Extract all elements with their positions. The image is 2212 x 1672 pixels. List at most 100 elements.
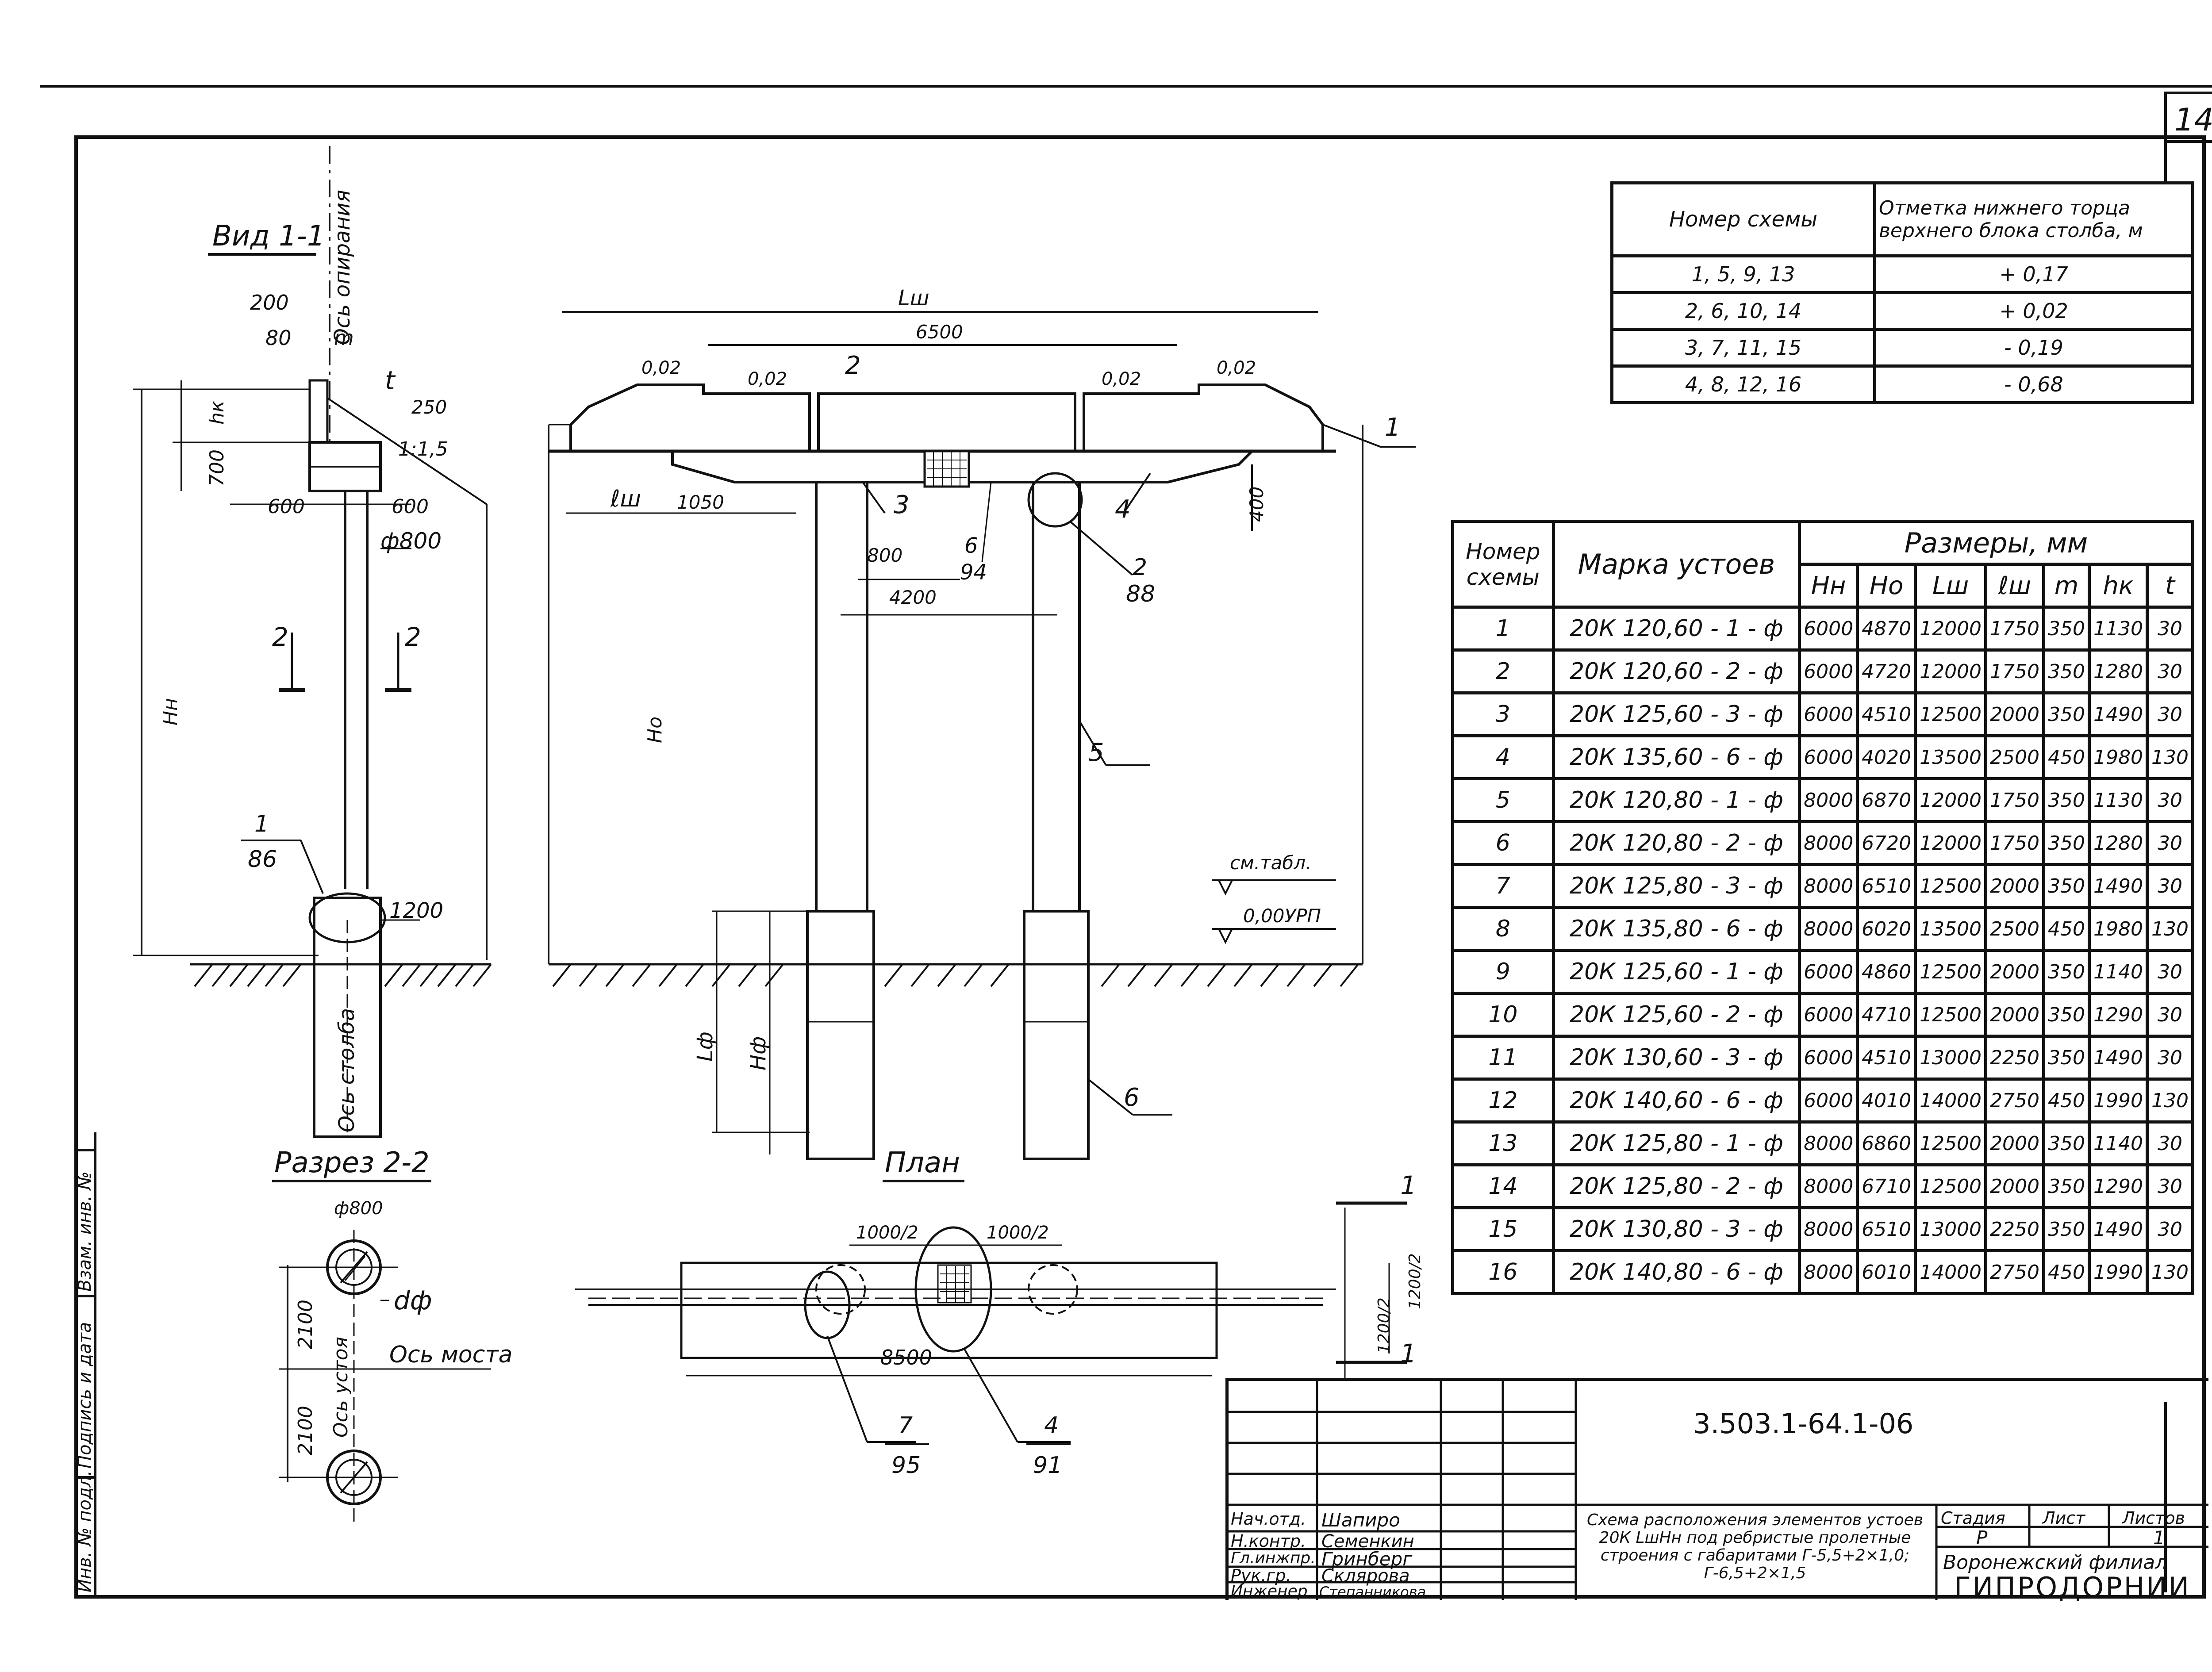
dimension-cell: 350 bbox=[2042, 1120, 2091, 1166]
dimension-cell: 30 bbox=[2146, 1163, 2194, 1209]
dimension-cell: 2500 bbox=[1984, 734, 2046, 780]
stage-label: Стадия bbox=[1941, 1508, 2005, 1528]
view-1-1-title: Вид 1-1 bbox=[212, 220, 325, 253]
dimension-cell: 6720 bbox=[1856, 820, 1917, 866]
abutment-mark-cell: 20К 120,60 - 1 - ф bbox=[1551, 606, 1801, 652]
role-1: Нач.отд. bbox=[1231, 1509, 1306, 1529]
sheet-frame bbox=[40, 85, 2212, 1599]
dimension-cell: 30 bbox=[2146, 992, 2194, 1038]
dimension-cell: 1750 bbox=[1984, 648, 2046, 694]
callout-5-column: 5 bbox=[1088, 738, 1104, 767]
dimension-cell: 1990 bbox=[2088, 1249, 2149, 1295]
dim-002-d: 0,02 bbox=[1217, 358, 1256, 378]
dimension-cell: 14000 bbox=[1914, 1078, 1988, 1124]
height-table-header-scheme: Номер схемы bbox=[1610, 181, 1876, 257]
role-3: Гл.инжпр. bbox=[1231, 1549, 1316, 1567]
scheme-number-cell: 3 bbox=[1451, 691, 1555, 737]
dimension-cell: 4510 bbox=[1856, 691, 1917, 737]
dimension-cell: 12000 bbox=[1914, 648, 1988, 694]
dimension-cell: 6710 bbox=[1856, 1163, 1917, 1209]
callout-3-beam: 3 bbox=[894, 491, 910, 519]
dimension-cell: 12000 bbox=[1914, 606, 1988, 652]
view-1-1-dims: 200 80 m t 250 1:1,5 hк 700 600 600 ф800… bbox=[159, 291, 448, 923]
dimension-cell: 1140 bbox=[2088, 949, 2149, 995]
dimension-cell: 2500 bbox=[1984, 906, 2046, 952]
margin-inv-dup: Взам. инв. № bbox=[75, 1171, 95, 1292]
dim-002-c: 0,02 bbox=[1102, 369, 1141, 389]
dimension-cell: 6000 bbox=[1798, 691, 1859, 737]
scheme-number-cell: 12 bbox=[1451, 1078, 1555, 1124]
dimension-cell: 13500 bbox=[1914, 734, 1988, 780]
dimension-cell: 6000 bbox=[1798, 1078, 1859, 1124]
dimension-cell: 12500 bbox=[1914, 992, 1988, 1038]
abutment-mark-cell: 20К 140,80 - 6 - ф bbox=[1551, 1249, 1801, 1295]
dimension-cell: 12500 bbox=[1914, 691, 1988, 737]
dim-6500: 6500 bbox=[916, 321, 963, 343]
dimension-cell: 1980 bbox=[2088, 734, 2149, 780]
title-block-grid bbox=[1229, 1381, 2208, 1600]
dimension-cell: 30 bbox=[2146, 1120, 2194, 1166]
dimension-cell: 2250 bbox=[1984, 1035, 2046, 1081]
cell: + 0,02 bbox=[1873, 291, 2194, 331]
abutment-axis-label: Ось устоя bbox=[330, 1337, 352, 1438]
dimension-cell: 2250 bbox=[1984, 1206, 2046, 1252]
dimension-cell: 350 bbox=[2042, 777, 2091, 823]
scheme-number-cell: 2 bbox=[1451, 648, 1555, 694]
dimension-cell: 8000 bbox=[1798, 1120, 1859, 1166]
dimension-cell: 6010 bbox=[1856, 1249, 1917, 1295]
dimension-cell: 2000 bbox=[1984, 863, 2046, 909]
dimension-cell: 1750 bbox=[1984, 606, 2046, 652]
dim-phi800-section: ф800 bbox=[334, 1198, 383, 1219]
dimension-cell: 8000 bbox=[1798, 820, 1859, 866]
scheme-number-cell: 8 bbox=[1451, 906, 1555, 952]
dimension-cell: 450 bbox=[2042, 734, 2091, 780]
drawing-code: 3.503.1-64.1-06 bbox=[1693, 1407, 1914, 1440]
section-2-2: Разрез 2-2 ф800 dф Ось моста Ось устоя 2… bbox=[272, 1147, 512, 1522]
dim-1000-left: 1000/2 bbox=[856, 1223, 918, 1243]
abutment-mark-cell: 20К 135,60 - 6 - ф bbox=[1551, 734, 1801, 780]
dimension-cell: 4860 bbox=[1856, 949, 1917, 995]
dimension-cell: 350 bbox=[2042, 691, 2091, 737]
bridge-axis-label: Ось моста bbox=[389, 1342, 512, 1368]
callout-4-91-num: 4 bbox=[1044, 1412, 1059, 1439]
dimension-cell: 4720 bbox=[1856, 648, 1917, 694]
dimension-cell: 30 bbox=[2146, 606, 2194, 652]
name-1: Шапиро bbox=[1321, 1509, 1400, 1531]
dim-4200: 4200 bbox=[889, 587, 937, 608]
dim-header: ℓш bbox=[1984, 563, 2046, 609]
dimension-cell: 1130 bbox=[2088, 606, 2149, 652]
dimension-cell: 12000 bbox=[1914, 777, 1988, 823]
dimension-cell: 1140 bbox=[2088, 1120, 2149, 1166]
dimension-cell: 8000 bbox=[1798, 906, 1859, 952]
main-table-header-scheme: Номер схемы bbox=[1451, 520, 1555, 609]
dimension-cell: 1980 bbox=[2088, 906, 2149, 952]
dim-header: hк bbox=[2088, 563, 2149, 609]
scheme-number-cell: 5 bbox=[1451, 777, 1555, 823]
dim-200: 200 bbox=[250, 291, 289, 314]
low-water-mark: 0,00УРП bbox=[1243, 905, 1321, 927]
dim-lsh: ℓш bbox=[610, 486, 641, 512]
dimension-cell: 130 bbox=[2146, 1078, 2194, 1124]
dim-400: 400 bbox=[1246, 487, 1267, 522]
dim-80: 80 bbox=[265, 326, 292, 350]
callout-2-88-num: 2 bbox=[1133, 554, 1147, 581]
scheme-number-cell: 16 bbox=[1451, 1249, 1555, 1295]
role-5: Инженер bbox=[1231, 1582, 1308, 1600]
title-block: 3.503.1-64.1-06 Нач.отд. Н.контр. Гл.инж… bbox=[1225, 1378, 2208, 1603]
dimension-cell: 1290 bbox=[2088, 1163, 2149, 1209]
dimension-cell: 30 bbox=[2146, 777, 2194, 823]
dimension-cell: 8000 bbox=[1798, 777, 1859, 823]
dimension-cell: 350 bbox=[2042, 1163, 2091, 1209]
abutment-mark-cell: 20К 130,80 - 3 - ф bbox=[1551, 1206, 1801, 1252]
dimension-cell: 6020 bbox=[1856, 906, 1917, 952]
pillar-axis-label: Ось столба bbox=[334, 1008, 359, 1132]
dimension-cell: 30 bbox=[2146, 1035, 2194, 1081]
dimension-cell: 13000 bbox=[1914, 1206, 1988, 1252]
dimension-cell: 1490 bbox=[2088, 691, 2149, 737]
